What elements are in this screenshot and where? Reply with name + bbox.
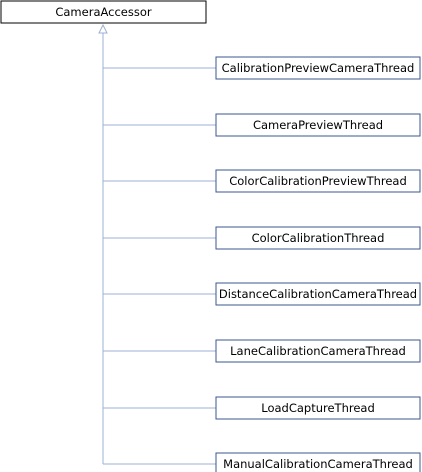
derived-class-label: ManualCalibrationCameraThread [223, 457, 413, 471]
derived-class-box [215, 452, 421, 472]
derived-class-box [215, 56, 421, 80]
base-class-label: CameraAccessor [55, 5, 152, 19]
derived-class-label: LoadCaptureThread [261, 401, 375, 415]
derived-class-box [215, 226, 421, 250]
derived-class-box [215, 282, 421, 306]
derived-class-box [215, 396, 421, 420]
derived-class-node[interactable]: CalibrationPreviewCameraThread [215, 56, 421, 80]
derived-class-label: ColorCalibrationThread [252, 231, 385, 245]
derived-class-box [215, 169, 421, 193]
derived-class-label: CameraPreviewThread [253, 118, 383, 132]
derived-class-label: DistanceCalibrationCameraThread [219, 287, 417, 301]
derived-class-node[interactable]: ManualCalibrationCameraThread [215, 452, 421, 472]
derived-class-node[interactable]: LoadCaptureThread [215, 396, 421, 420]
inheritance-connectors [98, 23, 216, 465]
derived-class-node[interactable]: ColorCalibrationPreviewThread [215, 169, 421, 193]
derived-class-node[interactable]: LaneCalibrationCameraThread [215, 339, 421, 363]
derived-class-nodes: CalibrationPreviewCameraThreadCameraPrev… [215, 56, 421, 472]
inheritance-arrow-icon [98, 23, 108, 34]
derived-class-box [215, 339, 421, 363]
derived-class-label: CalibrationPreviewCameraThread [222, 61, 415, 75]
base-class-box [0, 0, 207, 24]
derived-class-label: ColorCalibrationPreviewThread [229, 174, 407, 188]
derived-class-box [215, 113, 421, 137]
derived-class-node[interactable]: DistanceCalibrationCameraThread [215, 282, 421, 306]
derived-class-node[interactable]: ColorCalibrationThread [215, 226, 421, 250]
derived-class-node[interactable]: CameraPreviewThread [215, 113, 421, 137]
derived-class-label: LaneCalibrationCameraThread [230, 344, 406, 358]
base-class-node[interactable]: CameraAccessor [0, 0, 207, 24]
